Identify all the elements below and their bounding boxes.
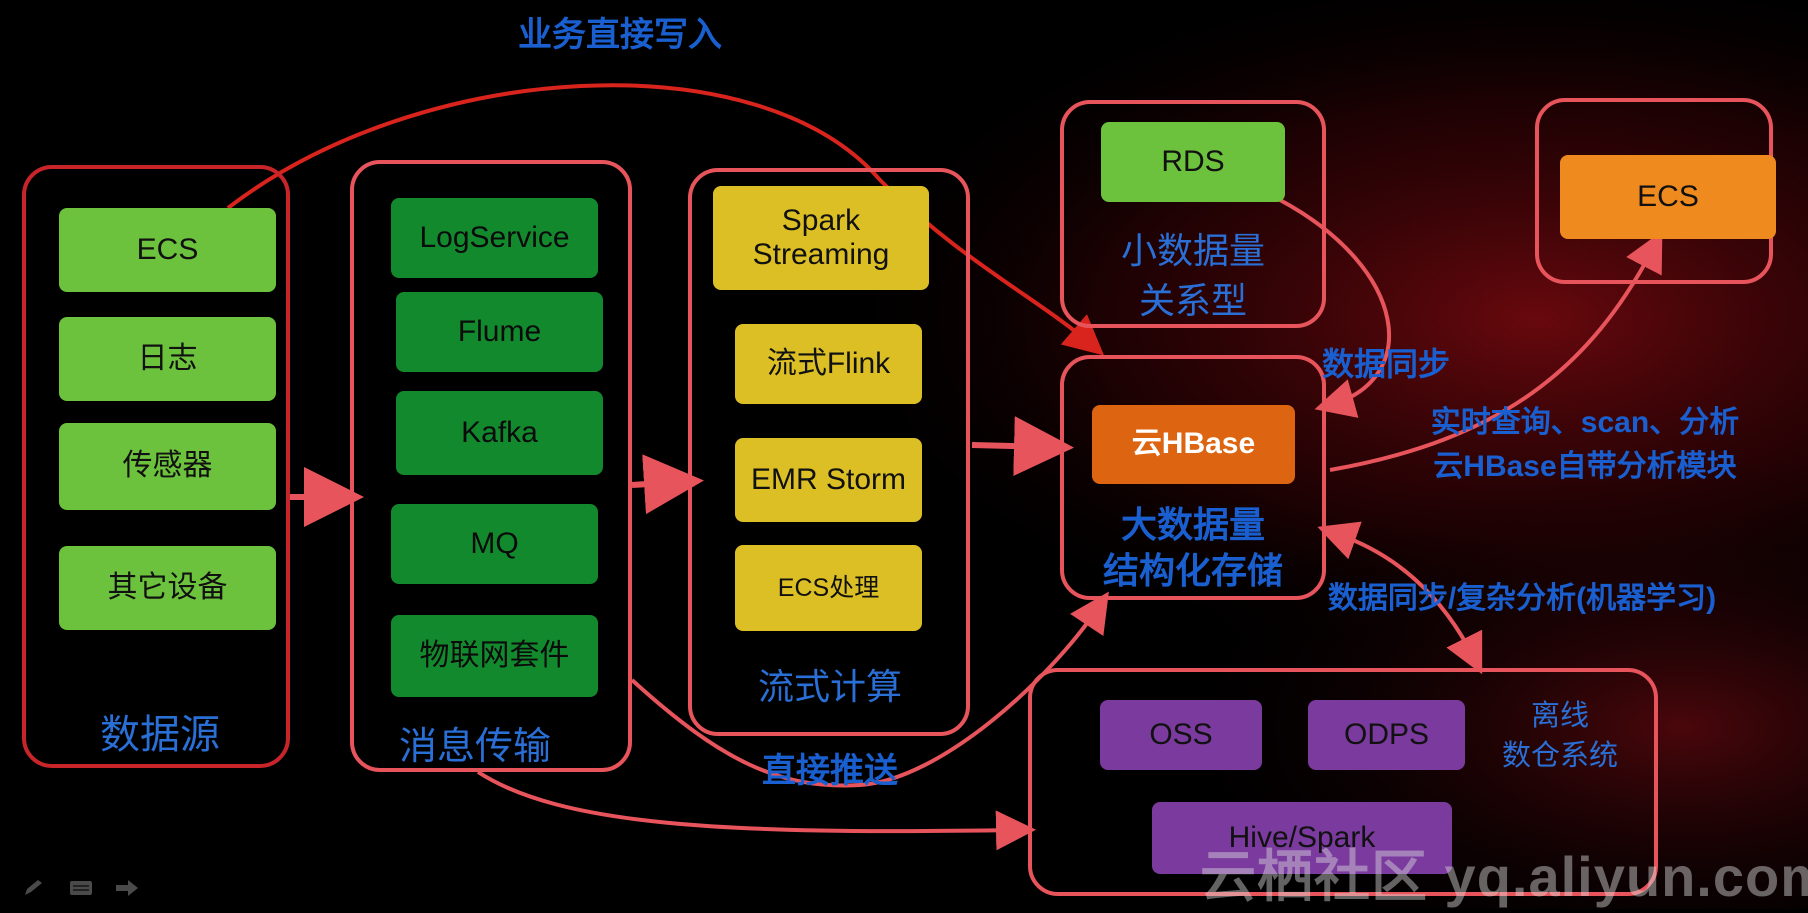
msg-kafka[interactable]: Kafka bbox=[396, 391, 603, 475]
stream-spark-streaming[interactable]: Spark Streaming bbox=[713, 186, 929, 290]
group-title-messaging: 消息传输 bbox=[398, 726, 551, 768]
slideshow-toolbar bbox=[22, 878, 140, 898]
label-realtime-line1: 实时查询、scan、分析 bbox=[1430, 406, 1740, 439]
arrow-streaming-to-hbase bbox=[971, 416, 1074, 477]
source-logs[interactable]: 日志 bbox=[59, 317, 276, 401]
arrow-hbase-offline-sync bbox=[1317, 521, 1483, 675]
hbase-desc-line2: 结构化存储 bbox=[1102, 550, 1283, 591]
label-realtime-line2: 云HBase自带分析模块 bbox=[1433, 450, 1737, 483]
watermark: 云栖社区 yq.aliyun.com bbox=[1200, 845, 1808, 908]
slides-menu-icon[interactable] bbox=[68, 878, 94, 898]
pencil-icon[interactable] bbox=[22, 878, 48, 898]
source-ecs[interactable]: ECS bbox=[59, 208, 276, 292]
rds-box[interactable]: RDS bbox=[1101, 122, 1285, 202]
next-arrow-icon[interactable] bbox=[114, 878, 140, 898]
offline-odps[interactable]: ODPS bbox=[1308, 700, 1465, 770]
msg-mq[interactable]: MQ bbox=[391, 504, 598, 584]
hbase-box[interactable]: 云HBase bbox=[1092, 405, 1295, 484]
source-sensors[interactable]: 传感器 bbox=[59, 423, 276, 510]
offline-desc-line2: 数仓系统 bbox=[1501, 740, 1618, 772]
arrow-direct-write bbox=[226, 83, 1105, 356]
stream-emr-storm[interactable]: EMR Storm bbox=[735, 438, 922, 522]
label-direct-write: 业务直接写入 bbox=[518, 16, 722, 54]
msg-flume[interactable]: Flume bbox=[396, 292, 603, 372]
stream-ecs-processing[interactable]: ECS处理 bbox=[735, 545, 922, 631]
offline-desc-line1: 离线 bbox=[1530, 700, 1589, 732]
group-stream-computing bbox=[688, 168, 970, 736]
group-title-stream-computing: 流式计算 bbox=[757, 666, 902, 707]
rds-desc-line2: 关系型 bbox=[1138, 280, 1247, 321]
ecs-right-box[interactable]: ECS bbox=[1560, 155, 1776, 239]
source-other-devices[interactable]: 其它设备 bbox=[59, 546, 276, 630]
arrow-messaging-to-offline bbox=[476, 770, 1036, 851]
group-title-data-sources: 数据源 bbox=[100, 713, 220, 757]
hbase-desc-line1: 大数据量 bbox=[1120, 504, 1265, 545]
msg-logservice[interactable]: LogService bbox=[391, 198, 598, 278]
label-direct-push: 直接推送 bbox=[762, 752, 898, 790]
offline-hive-spark[interactable]: Hive/Spark bbox=[1152, 802, 1452, 874]
group-hbase bbox=[1060, 355, 1326, 600]
group-offline bbox=[1028, 668, 1658, 896]
arrow-hbase-to-ecs bbox=[1329, 230, 1663, 472]
arrow-messaging-to-streaming bbox=[631, 454, 704, 515]
group-messaging bbox=[350, 160, 632, 772]
stream-flink[interactable]: 流式Flink bbox=[735, 324, 922, 404]
rds-desc-line1: 小数据量 bbox=[1120, 230, 1265, 271]
label-sync-complex-analysis: 数据同步/复杂分析(机器学习) bbox=[1327, 582, 1717, 615]
msg-iot-suite[interactable]: 物联网套件 bbox=[391, 615, 598, 697]
group-rds bbox=[1060, 100, 1326, 328]
label-data-sync: 数据同步 bbox=[1321, 346, 1450, 382]
group-data-sources bbox=[22, 165, 290, 768]
offline-oss[interactable]: OSS bbox=[1100, 700, 1262, 770]
